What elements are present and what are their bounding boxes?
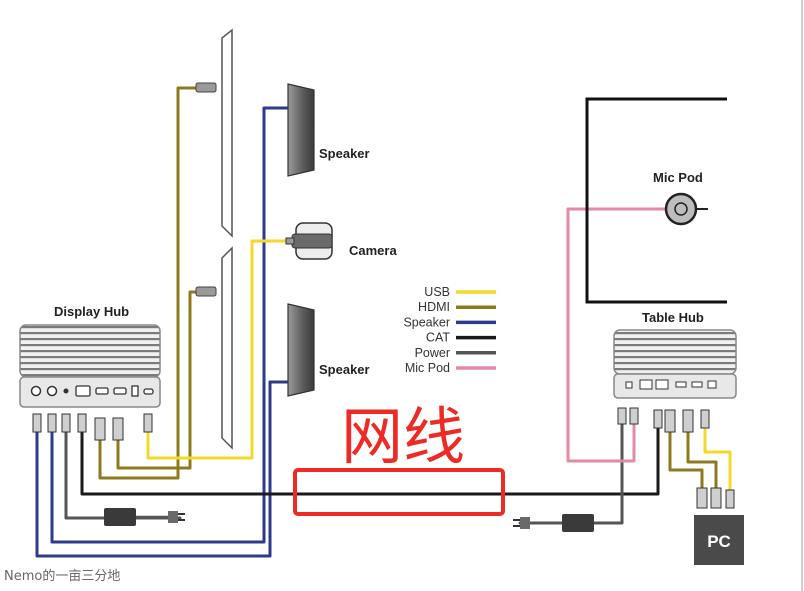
display-hub: Display Hub	[19, 304, 161, 441]
legend-label-5: Mic Pod	[405, 361, 450, 375]
table-outline	[585, 97, 727, 304]
table-hub: Table Hub	[613, 310, 737, 433]
display-bottom-port	[195, 286, 217, 297]
speaker-cable-bottom	[35, 380, 292, 558]
hdmi-cable-bottom	[116, 290, 200, 470]
usb-cable-camera	[146, 239, 290, 460]
display-hub-label: Display Hub	[54, 304, 129, 319]
highlight-box	[293, 468, 505, 516]
hdmi-cable-top	[98, 86, 200, 480]
display-panels	[195, 28, 233, 450]
cat-cable	[80, 423, 660, 496]
legend-label-4: Power	[415, 346, 450, 360]
camera: Camera	[285, 222, 397, 260]
speaker-bottom-label: Speaker	[319, 362, 370, 377]
power-adapter-table	[513, 514, 594, 532]
usb-cable-pc	[703, 428, 732, 494]
legend-label-2: Speaker	[403, 315, 450, 329]
camera-label: Camera	[349, 243, 397, 258]
annotation-text: 网线	[341, 400, 465, 473]
power-adapter-display	[104, 508, 185, 526]
table-hub-label: Table Hub	[642, 310, 704, 325]
display-top-port	[195, 82, 217, 93]
pc-label: PC	[707, 532, 731, 551]
network-cable-annotation: 网线	[293, 400, 505, 516]
legend-label-1: HDMI	[418, 300, 450, 314]
pc: PC	[694, 487, 744, 565]
legend-label-0: USB	[424, 285, 450, 299]
speaker-bottom: Speaker	[287, 303, 370, 397]
display-top	[221, 28, 233, 238]
mic-pod-label: Mic Pod	[653, 170, 703, 185]
cables	[35, 86, 732, 558]
micpod-cable	[566, 207, 668, 463]
watermark: Nemo的一亩三分地	[4, 568, 120, 584]
speaker-top-label: Speaker	[319, 146, 370, 161]
speaker-cable-top	[50, 106, 290, 544]
speaker-top: Speaker	[287, 83, 370, 177]
hdmi-cable-pc-2	[686, 428, 718, 494]
display-bottom	[221, 246, 233, 450]
legend-label-3: CAT	[426, 331, 450, 345]
hdmi-cable-pc-1	[668, 428, 704, 494]
power-cable-table	[518, 418, 624, 525]
mic-pod: Mic Pod	[653, 170, 708, 226]
